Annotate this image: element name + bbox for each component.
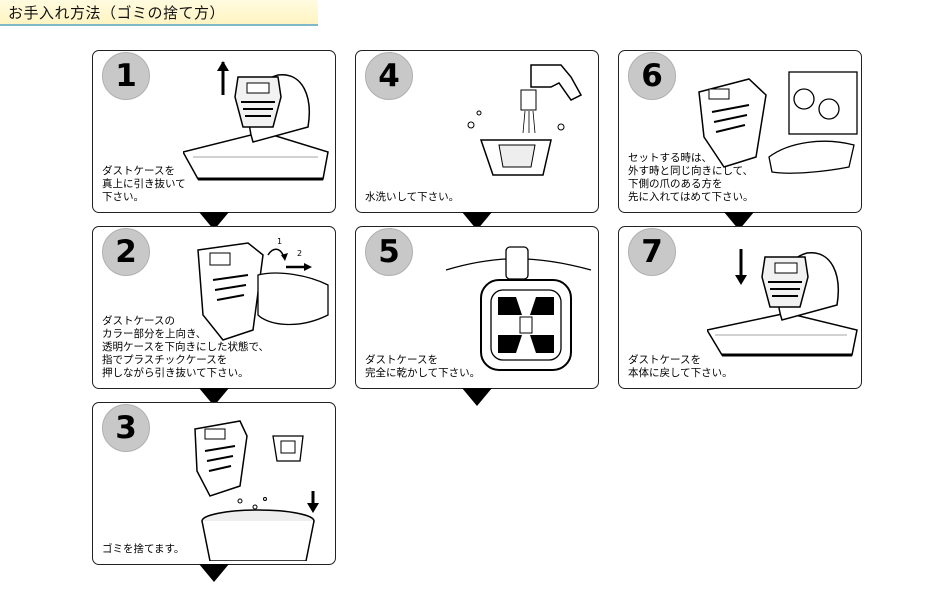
step-2-mark-two: 2 xyxy=(297,249,303,258)
step-2-panel: 2 1 2 ダストケースの カラー部分を上向き、 透明ケースを下向きにした状態で… xyxy=(92,226,336,389)
step-5-panel: 5 ダストケースを 完全に乾かして下さい。 xyxy=(355,226,599,389)
step-2-down-arrow xyxy=(199,388,229,406)
washing-faucet-illustration xyxy=(467,64,583,176)
page-title-bar: お手入れ方法（ゴミの捨て方） xyxy=(0,0,318,26)
step-3-caption: ゴミを捨てます。 xyxy=(102,543,185,555)
drying-dustcase-illustration xyxy=(445,246,592,371)
step-1-panel: 1 ダストケースを 真上に引き抜いて 下さい。 xyxy=(92,50,336,213)
step-6-caption: セットする時は、 外す時と同じ向きにして、 下側の爪のある方を 先に入れてはめて… xyxy=(628,152,754,203)
step-5-number-badge: 5 xyxy=(365,228,413,276)
step-2-mark-one: 1 xyxy=(277,237,283,246)
step-5-down-arrow xyxy=(462,388,492,406)
dustcase-removal-illustration xyxy=(197,242,329,341)
step-6-number-badge: 6 xyxy=(628,52,676,100)
step-4-number-badge: 4 xyxy=(365,52,413,100)
step-4-panel: 4 水洗いして下さい。 xyxy=(355,50,599,213)
vacuum-lift-illustration xyxy=(183,61,329,181)
step-4-caption: 水洗いして下さい。 xyxy=(365,191,460,203)
vacuum-return-illustration xyxy=(707,249,858,357)
step-5-caption: ダストケースを 完全に乾かして下さい。 xyxy=(365,354,481,379)
step-2-caption: ダストケースの カラー部分を上向き、 透明ケースを下向きにした状態で、 指でプラ… xyxy=(102,315,270,379)
reassembly-illustration xyxy=(698,71,858,174)
step-4-down-arrow xyxy=(462,212,492,230)
step-3-panel: 3 ゴミを捨てます。 xyxy=(92,402,336,565)
step-7-panel: 7 ダストケースを 本体に戻して下さい。 xyxy=(618,226,862,389)
step-1-down-arrow xyxy=(199,212,229,230)
step-7-caption: ダストケースを 本体に戻して下さい。 xyxy=(628,354,733,379)
step-1-caption: ダストケースを 真上に引き抜いて 下さい。 xyxy=(102,165,186,203)
step-2-number-badge: 2 xyxy=(102,228,150,276)
page-title: お手入れ方法（ゴミの捨て方） xyxy=(8,4,226,22)
step-3-number-badge: 3 xyxy=(102,404,150,452)
step-1-number-badge: 1 xyxy=(102,52,150,100)
step-3-down-arrow xyxy=(199,564,229,582)
step-7-number-badge: 7 xyxy=(628,228,676,276)
step-6-down-arrow xyxy=(724,212,754,230)
trash-disposal-illustration xyxy=(194,420,319,561)
step-6-panel: 6 セットする時は、 外す時と同じ向きにして、 下側の爪のある方を 先に入れては… xyxy=(618,50,862,213)
